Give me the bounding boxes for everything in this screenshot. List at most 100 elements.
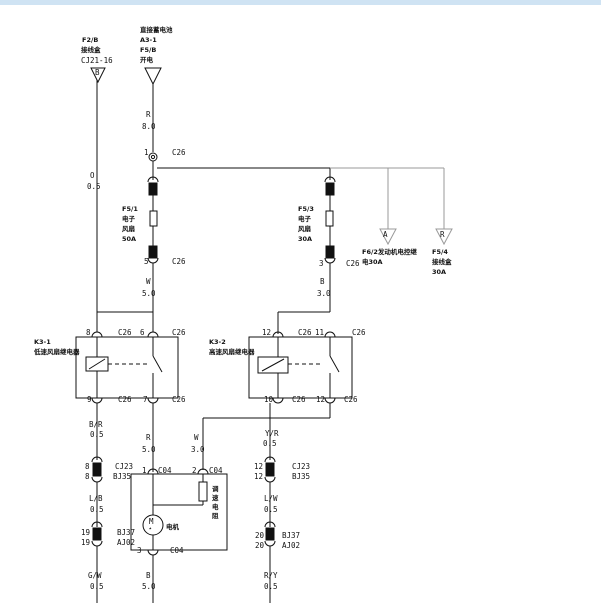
middle-source-line1: 直接蓄电池 bbox=[140, 25, 173, 34]
cj23-left-terminal bbox=[92, 462, 102, 477]
cj23-left-pin-b: 8 bbox=[85, 472, 90, 481]
bj37-left-name2: AJ02 bbox=[117, 538, 135, 547]
fuse-right-line4: 30A bbox=[298, 235, 312, 243]
relay1-connector-bottom-1: C26 bbox=[118, 395, 132, 404]
bj37-right-terminal bbox=[265, 527, 275, 541]
relay2-pin-bottom-2: 12 bbox=[316, 395, 325, 404]
wire-b30-size: 3.0 bbox=[317, 289, 331, 298]
fuse-left-connector: C26 bbox=[172, 257, 186, 266]
relay2-pin-bottom-1: 10 bbox=[264, 395, 274, 404]
wire-b50-color: B bbox=[146, 571, 151, 580]
ground-triangle-right bbox=[435, 228, 453, 246]
top-accent-bar bbox=[0, 0, 601, 5]
motor-fan-glyph: ⋆ bbox=[148, 524, 153, 533]
bj37-right-pin-b: 20 bbox=[255, 541, 265, 550]
ground-left-line1: F6/2发动机电控继 bbox=[362, 247, 417, 256]
left-source-line1: F2/B bbox=[82, 36, 98, 44]
relay2-connector-top-1: C26 bbox=[298, 328, 312, 337]
cj23-left-name: CJ23 bbox=[115, 462, 133, 471]
relay1-connector-top-1: C26 bbox=[118, 328, 132, 337]
ground-right-line3: 30A bbox=[432, 268, 446, 276]
cj23-right-pin-a: 12 bbox=[254, 462, 263, 471]
cj23-right-pin-b: 12 bbox=[254, 472, 263, 481]
fuse-left-line4: 50A bbox=[122, 235, 136, 243]
relay1-pin-top-2: 6 bbox=[140, 328, 145, 337]
splice-circle bbox=[148, 152, 158, 162]
relay1-name: 低速风扇继电器 bbox=[33, 347, 80, 356]
fuse-right-line1: F5/3 bbox=[298, 205, 314, 213]
fuse-right-bottom-terminal bbox=[325, 245, 335, 259]
fuse-right-bottom-pin: 3 bbox=[319, 259, 324, 268]
cj23-left-pin-a: 8 bbox=[85, 462, 90, 471]
motor-conn-c04-b: C04 bbox=[209, 466, 223, 475]
wire-left-top-color: O bbox=[90, 171, 95, 180]
motor-box bbox=[130, 473, 228, 551]
fuse-left-bottom-pin: 5 bbox=[144, 257, 149, 266]
fuse-left-line1: F5/1 bbox=[122, 205, 138, 213]
cj23-left-name2: BJ35 bbox=[113, 472, 131, 481]
ground-right-letter: R bbox=[440, 230, 445, 239]
wire-middle-top-size: 8.0 bbox=[142, 122, 156, 131]
left-source-letter: B bbox=[95, 68, 100, 77]
fuse-right-top-terminal bbox=[325, 182, 335, 196]
relay2-coil bbox=[257, 356, 289, 374]
wire-w30-size: 3.0 bbox=[191, 445, 205, 454]
bj37-left-terminal bbox=[92, 527, 102, 541]
fuse-left-bottom-terminal bbox=[148, 245, 158, 259]
wire-middle-top-color: R bbox=[146, 110, 151, 119]
relay2-connector-top-2: C26 bbox=[352, 328, 366, 337]
relay1-box bbox=[75, 336, 179, 399]
fuse-right-line3: 风扇 bbox=[298, 224, 311, 233]
relay2-pin-top-2: 11 bbox=[315, 328, 324, 337]
relay1-id: K3-1 bbox=[34, 338, 51, 346]
bj37-left-name: BJ37 bbox=[117, 528, 135, 537]
left-source-line3: CJ21-16 bbox=[81, 56, 113, 65]
fuse-right-connector: C26 bbox=[346, 259, 360, 268]
wire-lw-size: 0.5 bbox=[264, 505, 278, 514]
wire-ry-color: R/Y bbox=[264, 571, 278, 580]
relay2-id: K3-2 bbox=[209, 338, 226, 346]
fuse-left-top-terminal bbox=[148, 182, 158, 196]
wire-r50-color: R bbox=[146, 433, 151, 442]
left-source-line2: 接线盒 bbox=[81, 45, 101, 54]
relay2-name: 高速风扇继电器 bbox=[209, 347, 255, 356]
middle-source-line3: F5/B bbox=[140, 46, 156, 54]
relay1-connector-bottom-2: C26 bbox=[172, 395, 186, 404]
middle-source-line2: A3-1 bbox=[140, 36, 157, 44]
wire-w50-size: 5.0 bbox=[142, 289, 156, 298]
wire-gw-color: G/W bbox=[88, 571, 102, 580]
bj37-left-pin-a: 19 bbox=[81, 528, 90, 537]
fuse-left-line3: 风扇 bbox=[122, 224, 135, 233]
ground-left-letter: A bbox=[383, 230, 388, 239]
splice-connector: C26 bbox=[172, 148, 186, 157]
wire-lb-size: 0.5 bbox=[90, 505, 104, 514]
wire-yr-color: Y/R bbox=[265, 429, 279, 438]
wire-lb-color: L/B bbox=[89, 494, 103, 503]
wire-ry-size: 0.5 bbox=[264, 582, 278, 591]
resistor-label-3: 电 bbox=[212, 502, 219, 511]
relay1-switch bbox=[152, 355, 163, 373]
relay1-pin-bottom-2: 7 bbox=[143, 395, 148, 404]
wire-left-top-size: 0.5 bbox=[87, 182, 101, 191]
wire-gw-size: 0.5 bbox=[90, 582, 104, 591]
motor-conn-c04-a: C04 bbox=[158, 466, 172, 475]
relay2-pin-top-1: 12 bbox=[262, 328, 271, 337]
relay1-pin-top-1: 8 bbox=[86, 328, 91, 337]
ground-right-line2: 接线盒 bbox=[432, 257, 452, 266]
wire-b50-size: 5.0 bbox=[142, 582, 156, 591]
cj23-right-terminal bbox=[265, 462, 275, 477]
motor-conn-c04-c: C04 bbox=[170, 546, 184, 555]
wire-b30-color: B bbox=[320, 277, 325, 286]
motor-pin1: 1 bbox=[142, 466, 147, 475]
relay2-switch bbox=[329, 355, 340, 373]
wire-yr-size: 0.5 bbox=[263, 439, 277, 448]
motor-symbol: M bbox=[149, 517, 154, 526]
relay2-connector-bottom-1: C26 bbox=[292, 395, 306, 404]
ground-triangle-left bbox=[379, 228, 397, 246]
middle-source-line4: 开电 bbox=[140, 55, 154, 64]
wire-w30-color: W bbox=[194, 433, 199, 442]
resistor-label-1: 调 bbox=[212, 484, 219, 493]
cj23-right-name2: BJ35 bbox=[292, 472, 310, 481]
wire-lw-color: L/W bbox=[264, 494, 278, 503]
